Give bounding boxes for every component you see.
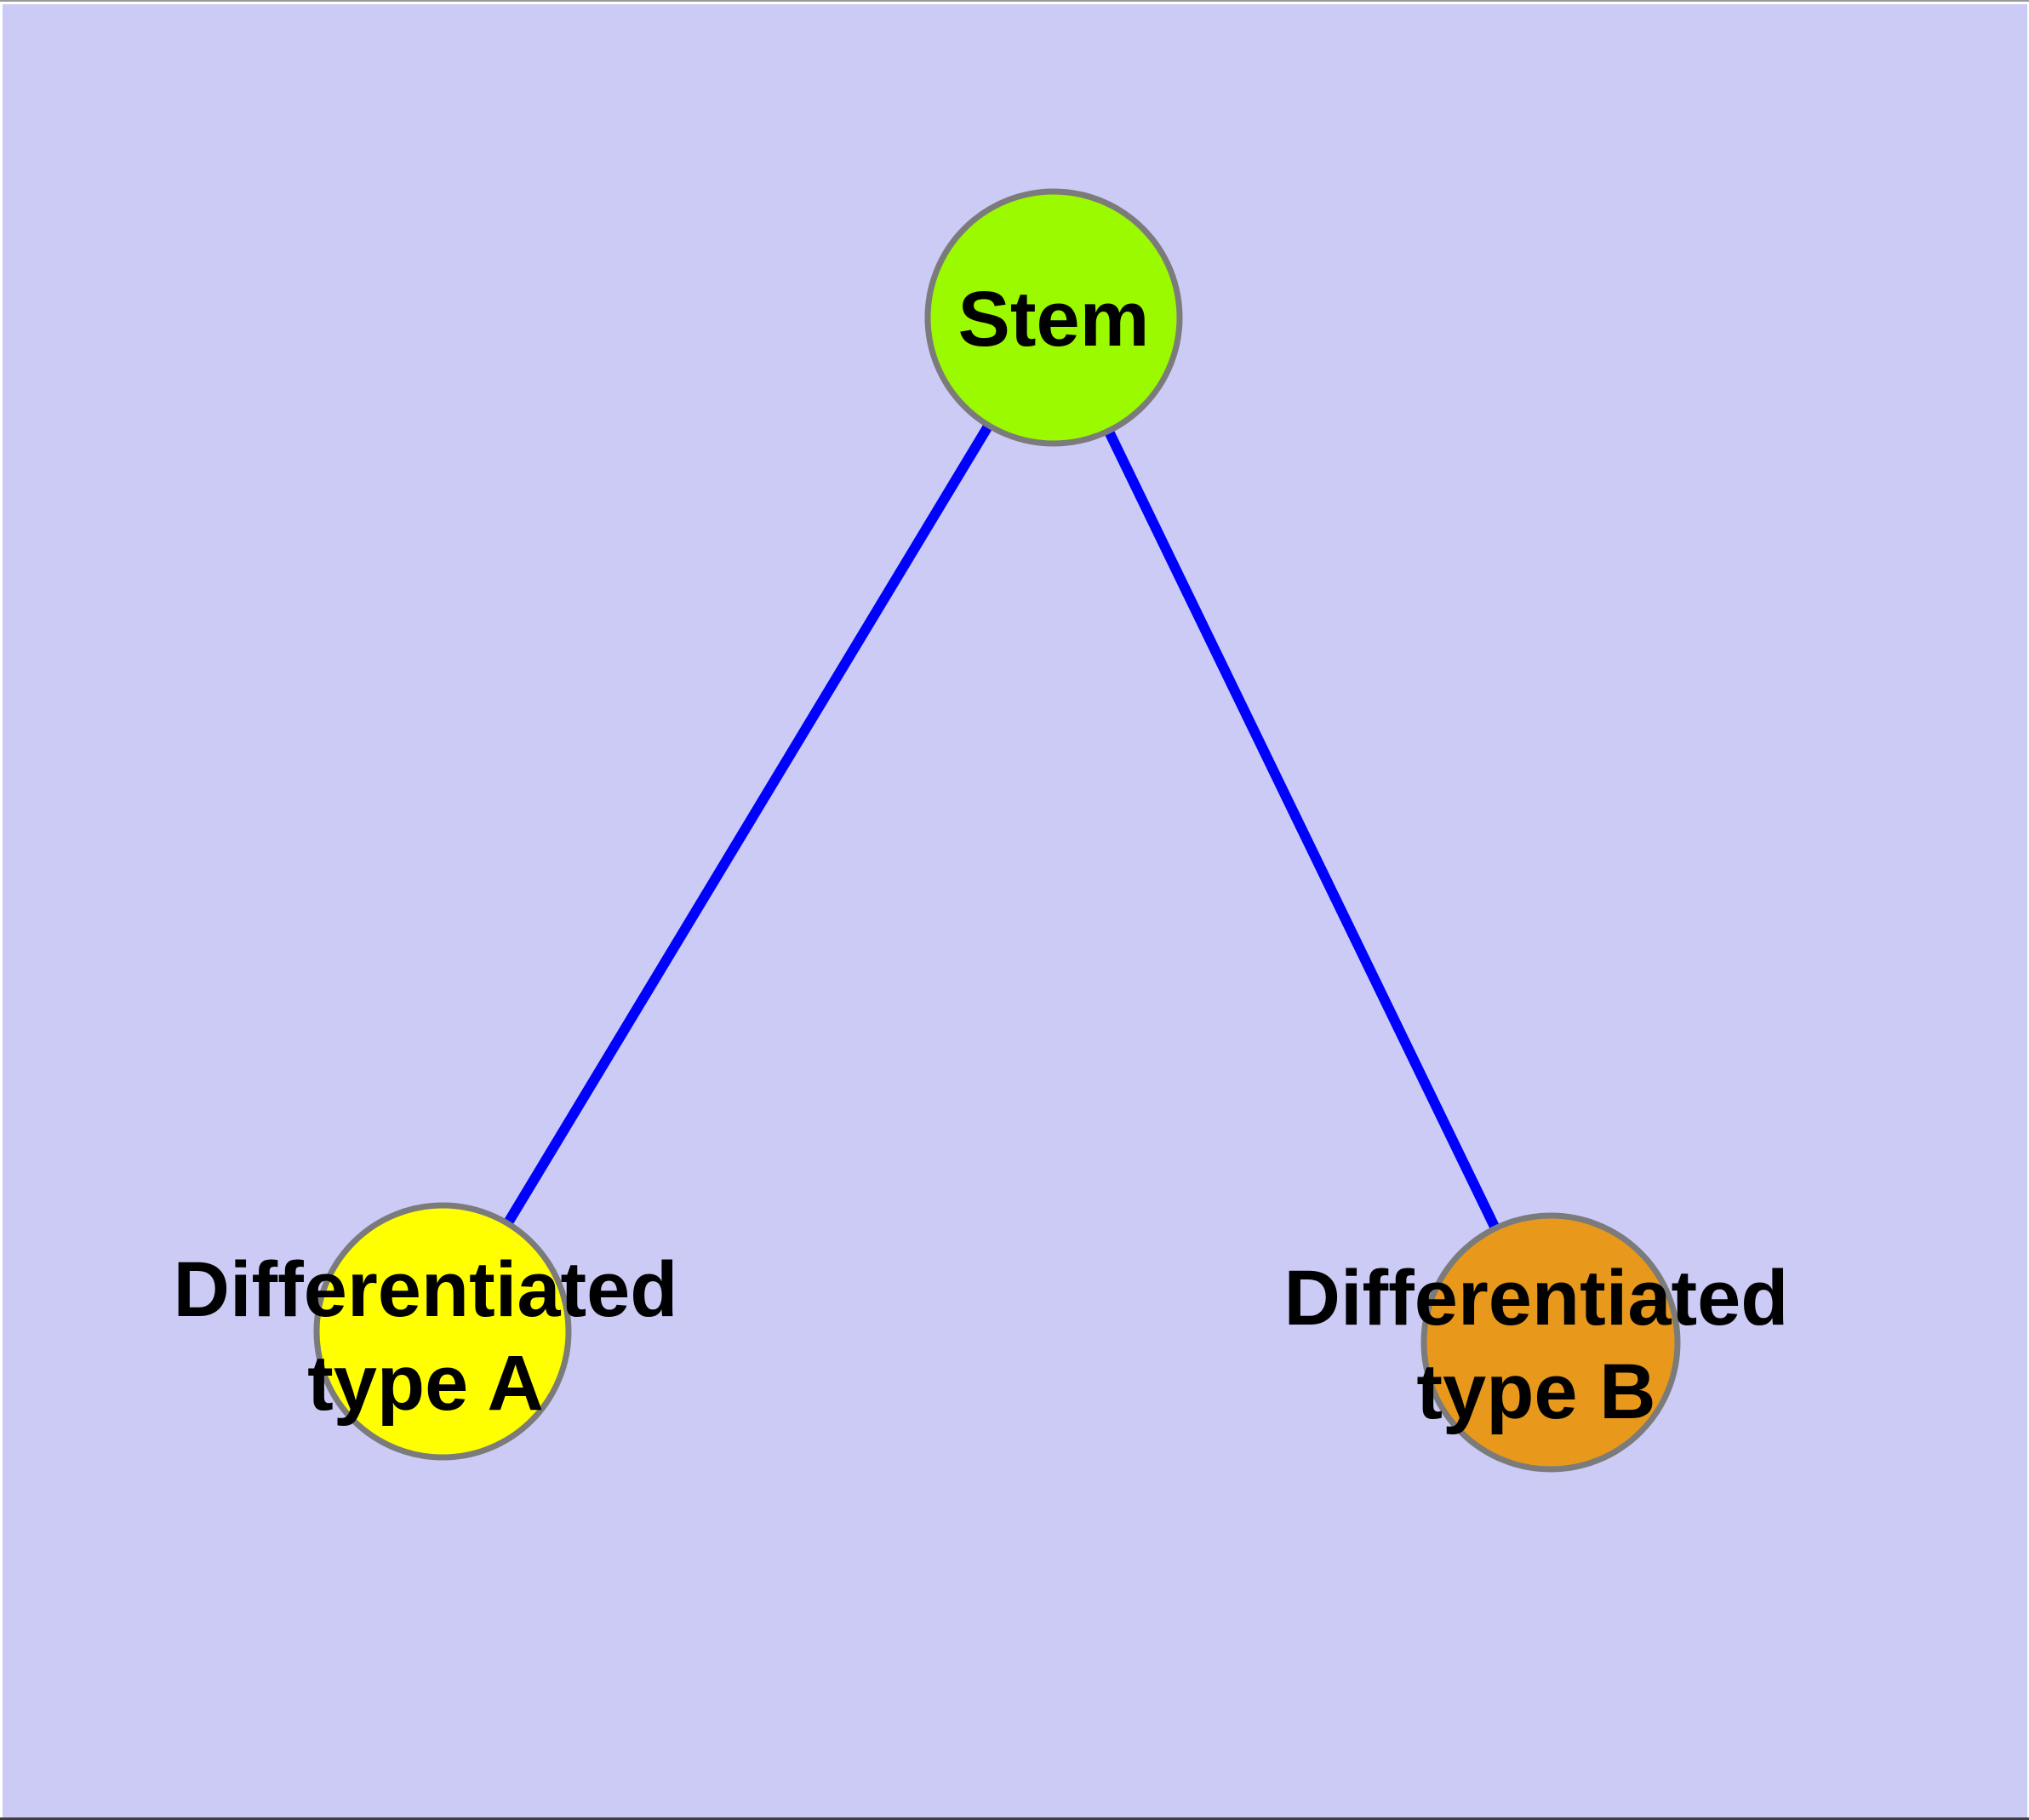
node-type-b-label: Differentiated type B bbox=[1284, 1251, 1789, 1439]
node-type-a-label-line1: Differentiated bbox=[173, 1246, 678, 1333]
node-type-a-circle bbox=[313, 1202, 572, 1461]
bottom-border-line bbox=[0, 1817, 2029, 1820]
node-type-a-label: Differentiated type A bbox=[174, 1243, 678, 1430]
node-stem-label: Stem bbox=[957, 276, 1150, 363]
node-type-b-circle bbox=[1420, 1212, 1681, 1473]
top-border-line bbox=[0, 0, 2029, 2]
node-type-b-label-line1: Differentiated bbox=[1283, 1255, 1789, 1342]
node-stem-circle bbox=[924, 188, 1183, 447]
edge-stem-to-type-b bbox=[1049, 315, 1556, 1345]
node-type-b-label-line2: type B bbox=[1416, 1348, 1656, 1435]
node-type-a-label-line2: type A bbox=[307, 1340, 544, 1427]
edge-stem-to-type-a bbox=[437, 314, 1059, 1335]
